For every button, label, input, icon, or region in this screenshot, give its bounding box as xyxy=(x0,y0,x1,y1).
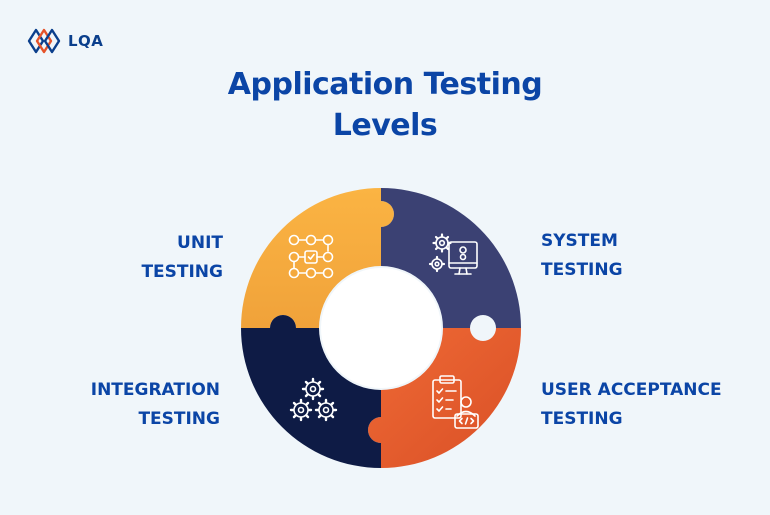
segment-system xyxy=(381,188,521,328)
lqa-logo-icon xyxy=(27,28,61,54)
label-integration-line-2: TESTING xyxy=(138,409,220,429)
title-line-1: Application Testing xyxy=(227,67,543,102)
label-unit-line-2: TESTING xyxy=(141,262,223,282)
label-system-testing: SYSTEM TESTING xyxy=(541,227,623,285)
label-uat-testing: USER ACCEPTANCE TESTING xyxy=(541,376,722,434)
segment-user-acceptance xyxy=(368,328,521,468)
label-system-line-2: TESTING xyxy=(541,260,623,280)
label-uat-line-2: TESTING xyxy=(541,409,623,429)
ring-center xyxy=(321,268,441,388)
title-line-2: Levels xyxy=(332,108,438,143)
label-unit-line-1: UNIT xyxy=(177,233,223,253)
label-unit-testing: UNIT TESTING xyxy=(141,229,223,287)
gears-monitor-icon xyxy=(428,233,478,275)
page-title: Application Testing Levels xyxy=(0,64,770,146)
lqa-logo: LQA xyxy=(26,26,103,56)
clipboard-user-code-icon xyxy=(432,375,479,429)
label-system-line-1: SYSTEM xyxy=(541,231,618,251)
gears-cluster-icon xyxy=(289,377,338,422)
label-integration-line-1: INTEGRATION xyxy=(90,380,220,400)
label-uat-line-1: USER ACCEPTANCE xyxy=(541,380,722,400)
flowchart-checklist-icon xyxy=(288,234,334,279)
logo-text: LQA xyxy=(68,32,104,50)
label-integration-testing: INTEGRATION TESTING xyxy=(91,376,220,434)
